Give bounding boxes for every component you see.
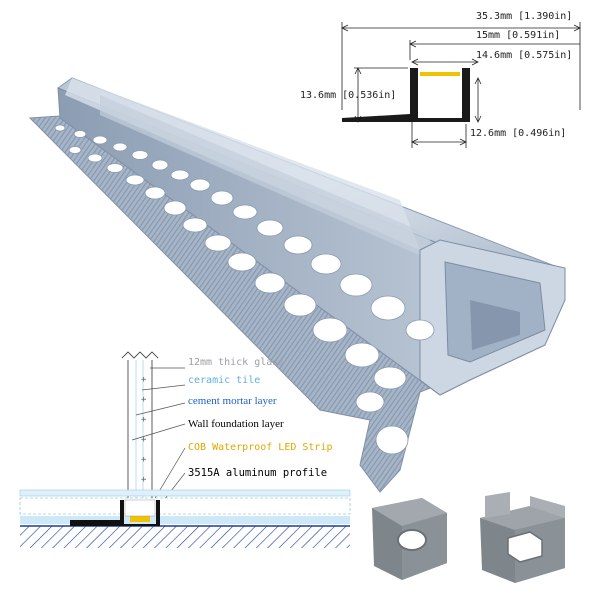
- installation-diagram: + + + + + +: [19, 351, 351, 548]
- dim-top-width: 15mm [0.591in]: [476, 30, 561, 41]
- layer-label-glass: 12mm thick glass: [188, 357, 285, 368]
- svg-text:+: +: [141, 375, 147, 385]
- layer-label-mortar: cement mortar layer: [188, 395, 277, 407]
- profile-cross-section-icon: [341, 22, 581, 148]
- dim-bottom-width: 12.6mm [0.496in]: [470, 128, 567, 139]
- layer-label-aluminum-profile: 3515A aluminum profile: [188, 467, 328, 479]
- end-cap-lipped-icon: [480, 492, 565, 583]
- dim-height: 13.6mm [0.536in]: [300, 90, 397, 101]
- layer-label-tile: ceramic tile: [188, 375, 261, 386]
- svg-text:+: +: [141, 415, 147, 425]
- layer-label-led-strip: COB Waterproof LED Strip: [188, 442, 333, 453]
- dim-overall-width: 35.3mm [1.390in]: [476, 11, 573, 22]
- svg-text:+: +: [141, 475, 147, 485]
- svg-text:+: +: [141, 395, 147, 405]
- svg-text:+: +: [141, 435, 147, 445]
- dim-inner-width: 14.6mm [0.575in]: [476, 50, 573, 61]
- end-cap-flat-icon: [372, 498, 447, 580]
- svg-text:+: +: [141, 455, 147, 465]
- layer-label-foundation: Wall foundation layer: [188, 418, 284, 430]
